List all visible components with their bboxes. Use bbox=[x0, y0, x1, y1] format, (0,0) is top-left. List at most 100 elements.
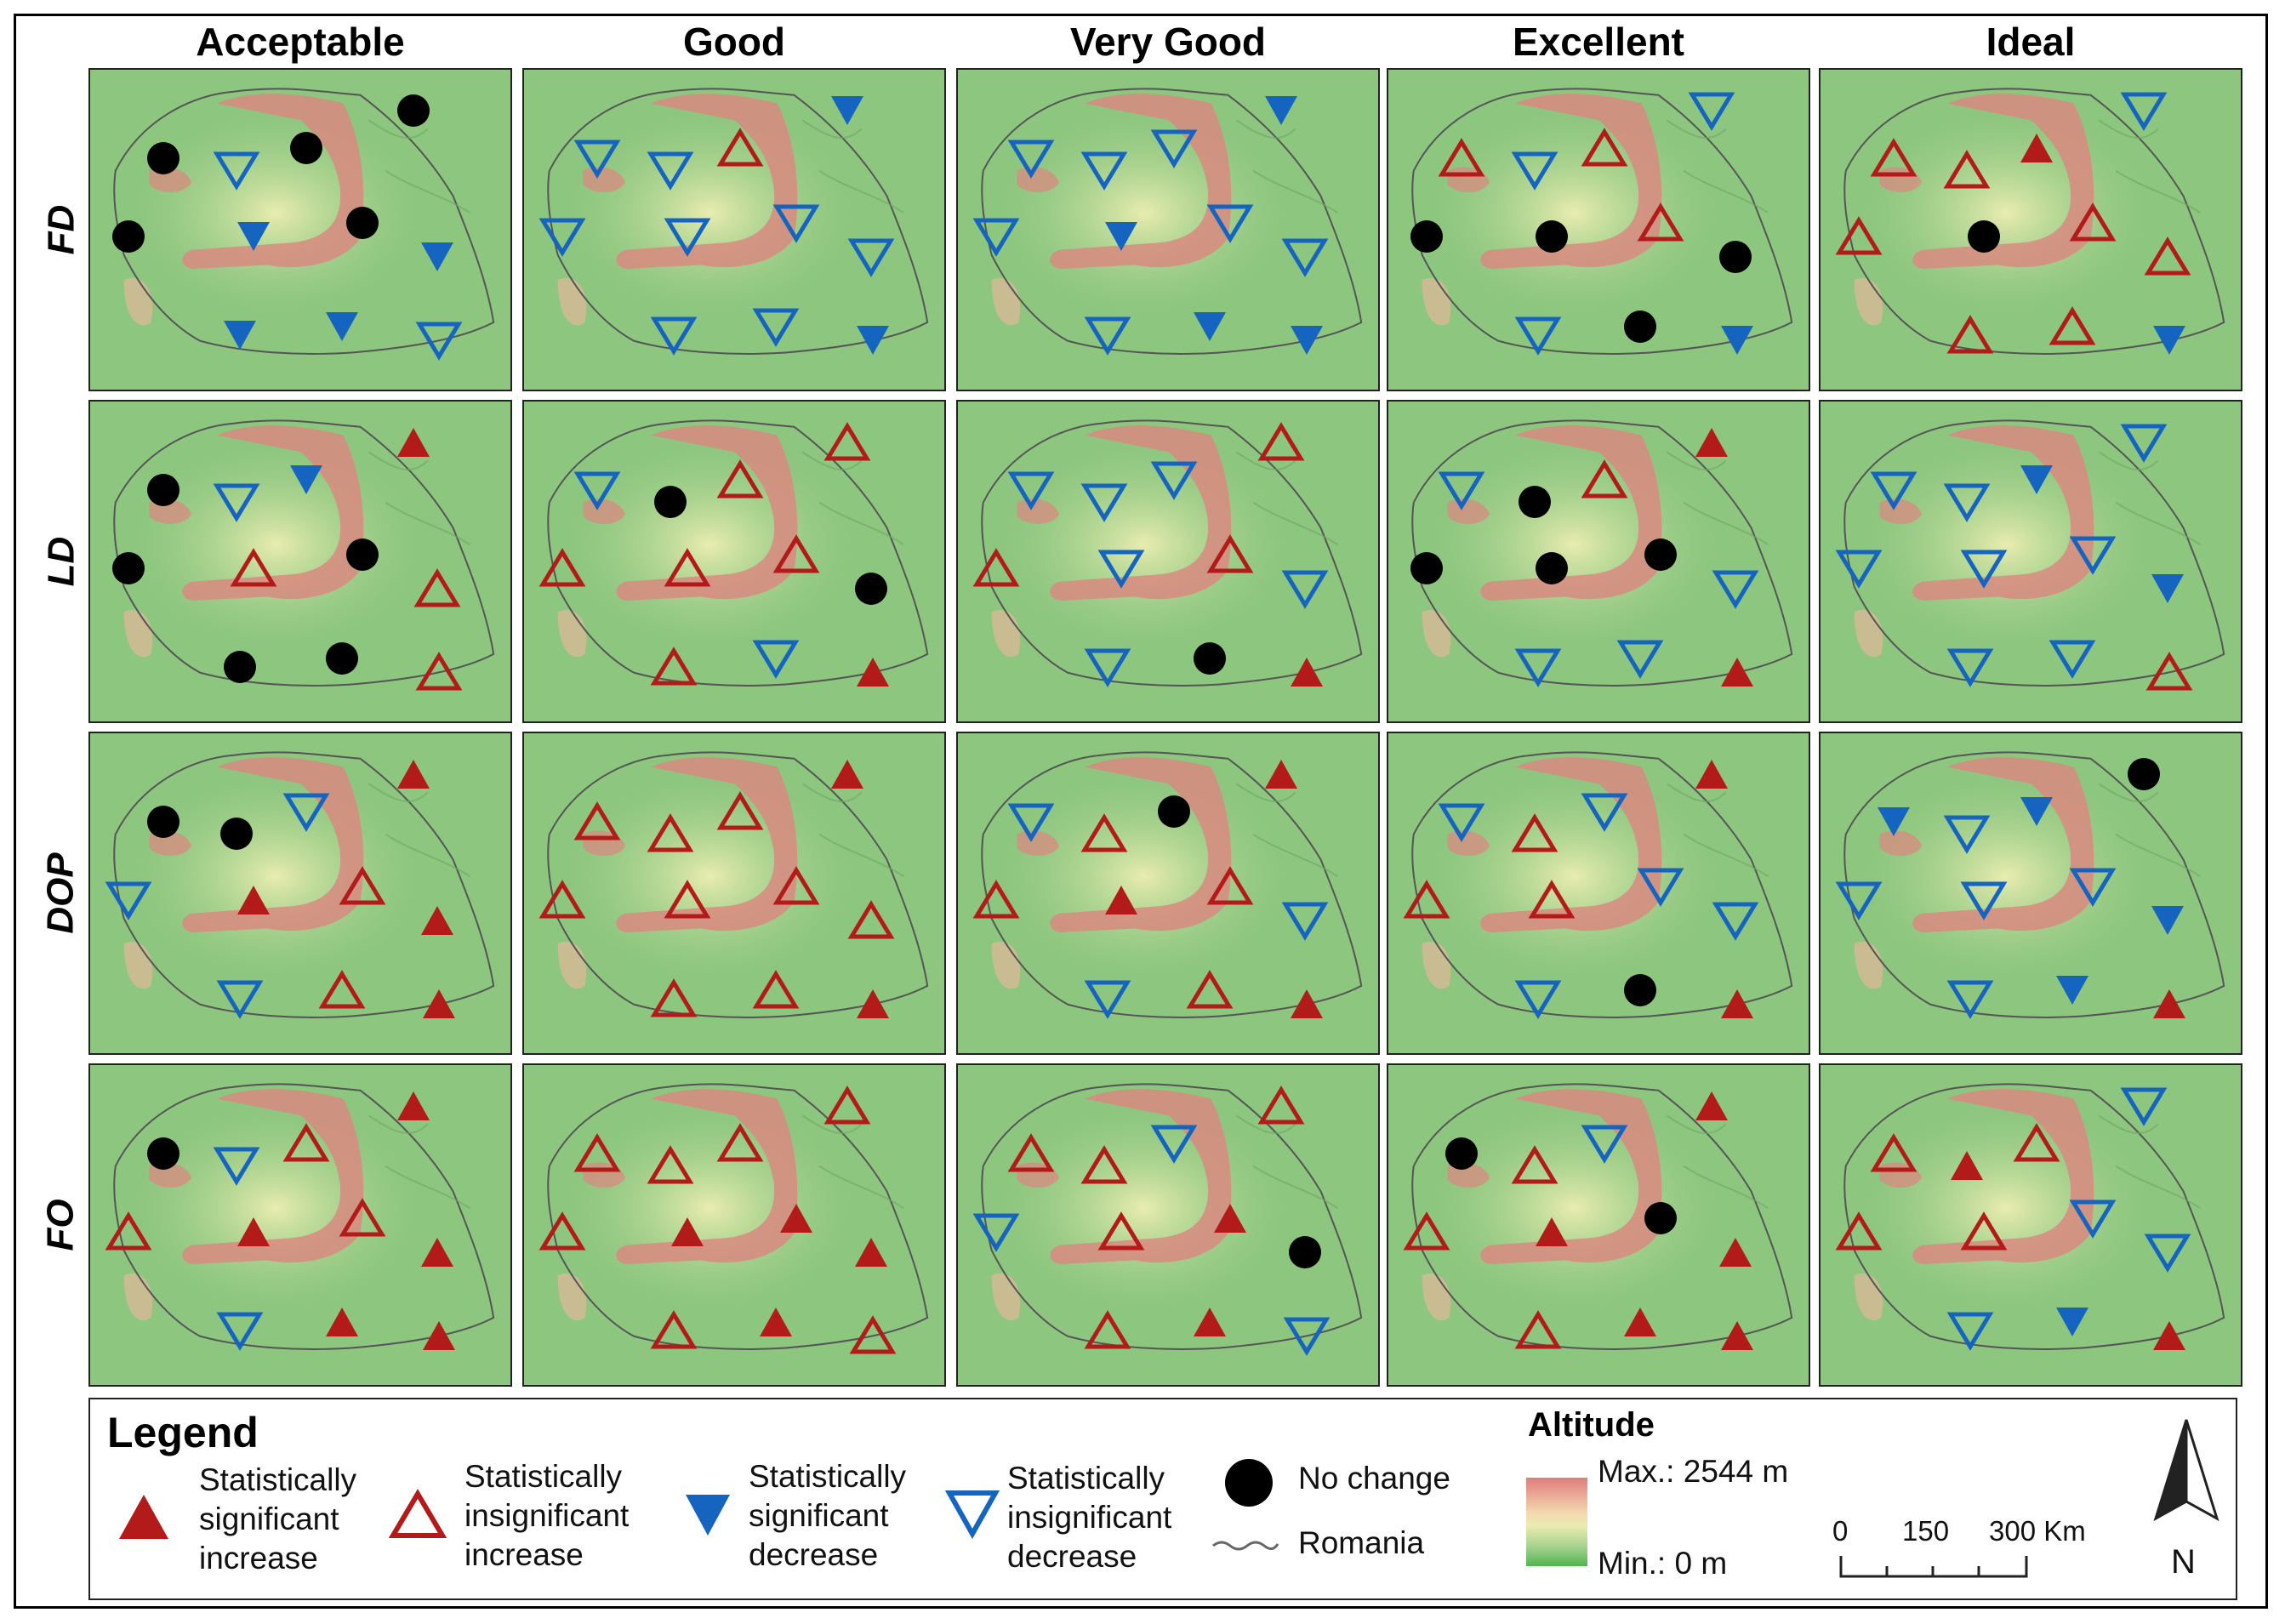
station-marker-insig-inc bbox=[1946, 314, 1994, 361]
station-marker-insig-inc bbox=[716, 127, 764, 174]
station-marker-sig-inc bbox=[1718, 655, 1756, 693]
station-marker-sig-inc bbox=[1262, 757, 1300, 795]
station-marker-insig-dec bbox=[1281, 899, 1329, 946]
station-marker-insig-inc bbox=[1007, 1132, 1055, 1179]
station-marker-none bbox=[1717, 238, 1754, 280]
station-marker-insig-inc bbox=[339, 1197, 386, 1244]
station-marker-insig-dec bbox=[1943, 812, 1991, 859]
station-marker-sig-inc bbox=[1718, 1319, 1756, 1357]
scale-tick-300: 300 Km bbox=[1989, 1515, 2086, 1547]
station-marker-insig-inc bbox=[849, 1314, 897, 1361]
station-marker-insig-inc bbox=[1206, 865, 1254, 912]
station-marker-none bbox=[110, 550, 147, 591]
station-marker-sig-inc bbox=[829, 757, 866, 795]
station-marker-none bbox=[1191, 640, 1228, 681]
legend-sig-dec-symbol bbox=[686, 1495, 730, 1536]
scale-tick-0: 0 bbox=[1832, 1515, 1849, 1547]
station-marker-insig-dec bbox=[1084, 977, 1131, 1024]
station-marker-sig-dec bbox=[1103, 219, 1140, 258]
station-marker-insig-dec bbox=[1007, 137, 1055, 184]
station-marker-insig-dec bbox=[1637, 865, 1684, 912]
station-marker-insig-dec bbox=[573, 137, 621, 184]
station-marker-none bbox=[1443, 1135, 1480, 1177]
station-marker-insig-dec bbox=[1712, 567, 1759, 614]
station-marker-none bbox=[344, 204, 381, 246]
station-marker-none bbox=[1408, 218, 1445, 259]
station-marker-insig-inc bbox=[716, 790, 764, 837]
station-marker-insig-inc bbox=[573, 1132, 621, 1179]
station-marker-insig-inc bbox=[105, 1211, 152, 1257]
station-marker-sig-inc bbox=[2018, 131, 2055, 169]
legend-sig-inc-symbol bbox=[119, 1495, 168, 1539]
station-marker-sig-dec bbox=[2018, 463, 2055, 501]
station-marker-none bbox=[344, 536, 381, 578]
station-marker-insig-inc bbox=[650, 646, 698, 692]
map-panel-ld-ideal bbox=[1819, 400, 2242, 723]
north-arrow-icon bbox=[2153, 1419, 2219, 1522]
station-marker-insig-inc bbox=[650, 1309, 698, 1356]
station-marker-insig-inc bbox=[1511, 812, 1558, 859]
station-marker-none bbox=[1516, 483, 1553, 525]
station-marker-insig-dec bbox=[1835, 547, 1883, 594]
station-marker-sig-dec bbox=[1288, 323, 1325, 362]
station-marker-insig-dec bbox=[1581, 1122, 1628, 1169]
station-marker-insig-dec bbox=[1097, 547, 1145, 594]
map-panel-fd-excellent bbox=[1387, 68, 1810, 391]
station-marker-insig-dec bbox=[1946, 977, 1994, 1024]
station-marker-insig-dec bbox=[1511, 149, 1558, 196]
station-marker-none bbox=[145, 1135, 182, 1177]
altitude-color-ramp bbox=[1526, 1478, 1587, 1566]
station-marker-insig-inc bbox=[413, 567, 461, 614]
station-marker-insig-dec bbox=[1870, 469, 1917, 516]
station-marker-insig-dec bbox=[1281, 236, 1329, 282]
station-marker-insig-inc bbox=[538, 1211, 586, 1257]
station-marker-insig-dec bbox=[216, 1309, 264, 1356]
station-marker-insig-inc bbox=[772, 865, 820, 912]
station-marker-sig-inc bbox=[1211, 1201, 1249, 1239]
map-panel-ld-excellent bbox=[1387, 400, 1810, 723]
station-marker-insig-dec bbox=[213, 481, 260, 527]
station-marker-sig-dec bbox=[323, 310, 361, 348]
station-marker-sig-inc bbox=[1693, 1089, 1730, 1127]
station-marker-none bbox=[1533, 218, 1570, 259]
station-marker-insig-inc bbox=[573, 801, 621, 847]
station-marker-insig-dec bbox=[650, 314, 698, 361]
station-marker-insig-inc bbox=[1257, 421, 1305, 468]
station-marker-insig-inc bbox=[1186, 969, 1234, 1016]
station-marker-sig-dec bbox=[2054, 973, 2091, 1011]
map-panel-fd-very-good bbox=[956, 68, 1380, 391]
legend-no-change-label: No change bbox=[1298, 1461, 1450, 1496]
station-marker-insig-dec bbox=[1150, 1122, 1198, 1169]
station-marker-none bbox=[1533, 550, 1570, 591]
legend-insig-dec-label: Statistically insignificant decrease bbox=[1007, 1461, 1172, 1574]
map-panel-fo-ideal bbox=[1819, 1063, 2242, 1387]
station-marker-insig-dec bbox=[772, 202, 820, 248]
station-marker-insig-inc bbox=[1514, 1309, 1562, 1356]
station-marker-insig-inc bbox=[2013, 1122, 2060, 1169]
station-marker-insig-inc bbox=[2069, 202, 2117, 248]
column-header-ideal: Ideal bbox=[1986, 20, 2076, 64]
station-marker-sig-inc bbox=[395, 425, 432, 464]
row-label-fd: FD bbox=[40, 204, 82, 255]
station-marker-insig-dec bbox=[847, 236, 895, 282]
row-label-fo: FO bbox=[40, 1199, 83, 1251]
station-marker-none bbox=[1642, 1199, 1679, 1241]
station-marker-insig-dec bbox=[1514, 314, 1562, 361]
map-panel-fd-ideal bbox=[1819, 68, 2242, 391]
station-marker-none bbox=[1642, 536, 1679, 578]
map-panel-dop-excellent bbox=[1387, 732, 1810, 1055]
station-marker-none bbox=[1155, 793, 1193, 835]
station-marker-insig-inc bbox=[664, 879, 711, 926]
station-marker-insig-dec bbox=[647, 149, 694, 196]
station-marker-sig-inc bbox=[1717, 1235, 1754, 1274]
station-marker-sig-inc bbox=[1288, 987, 1325, 1025]
station-marker-insig-dec bbox=[1616, 637, 1664, 684]
row-label-dop: DOP bbox=[40, 852, 83, 934]
station-marker-insig-dec bbox=[1835, 879, 1883, 926]
station-marker-insig-inc bbox=[339, 865, 386, 912]
map-panel-fo-acceptable bbox=[88, 1063, 512, 1387]
station-marker-insig-inc bbox=[2049, 305, 2096, 352]
map-panel-dop-very-good bbox=[956, 732, 1380, 1055]
station-marker-insig-inc bbox=[664, 547, 711, 594]
station-marker-insig-inc bbox=[1080, 812, 1128, 859]
